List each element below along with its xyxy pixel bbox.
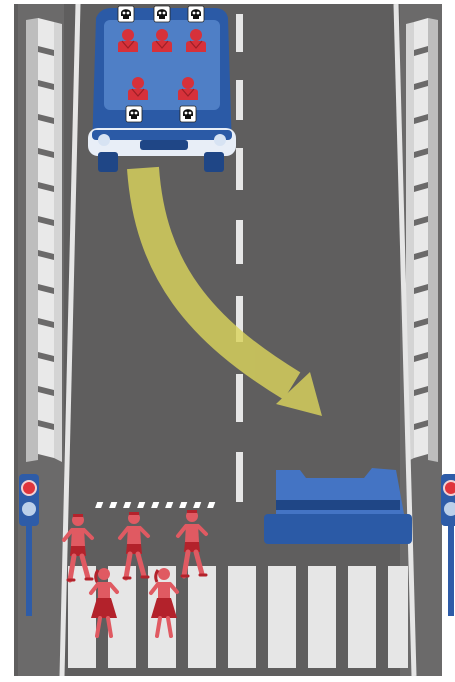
crosswalk: [68, 566, 408, 668]
left-barrier-wall: [18, 4, 64, 676]
autonomous-car[interactable]: [88, 6, 236, 172]
skull-icon: [118, 6, 134, 22]
skull-icon: [126, 106, 142, 122]
skull-icon: [180, 106, 196, 122]
skull-icon: [154, 6, 170, 22]
skull-icon: [188, 6, 204, 22]
